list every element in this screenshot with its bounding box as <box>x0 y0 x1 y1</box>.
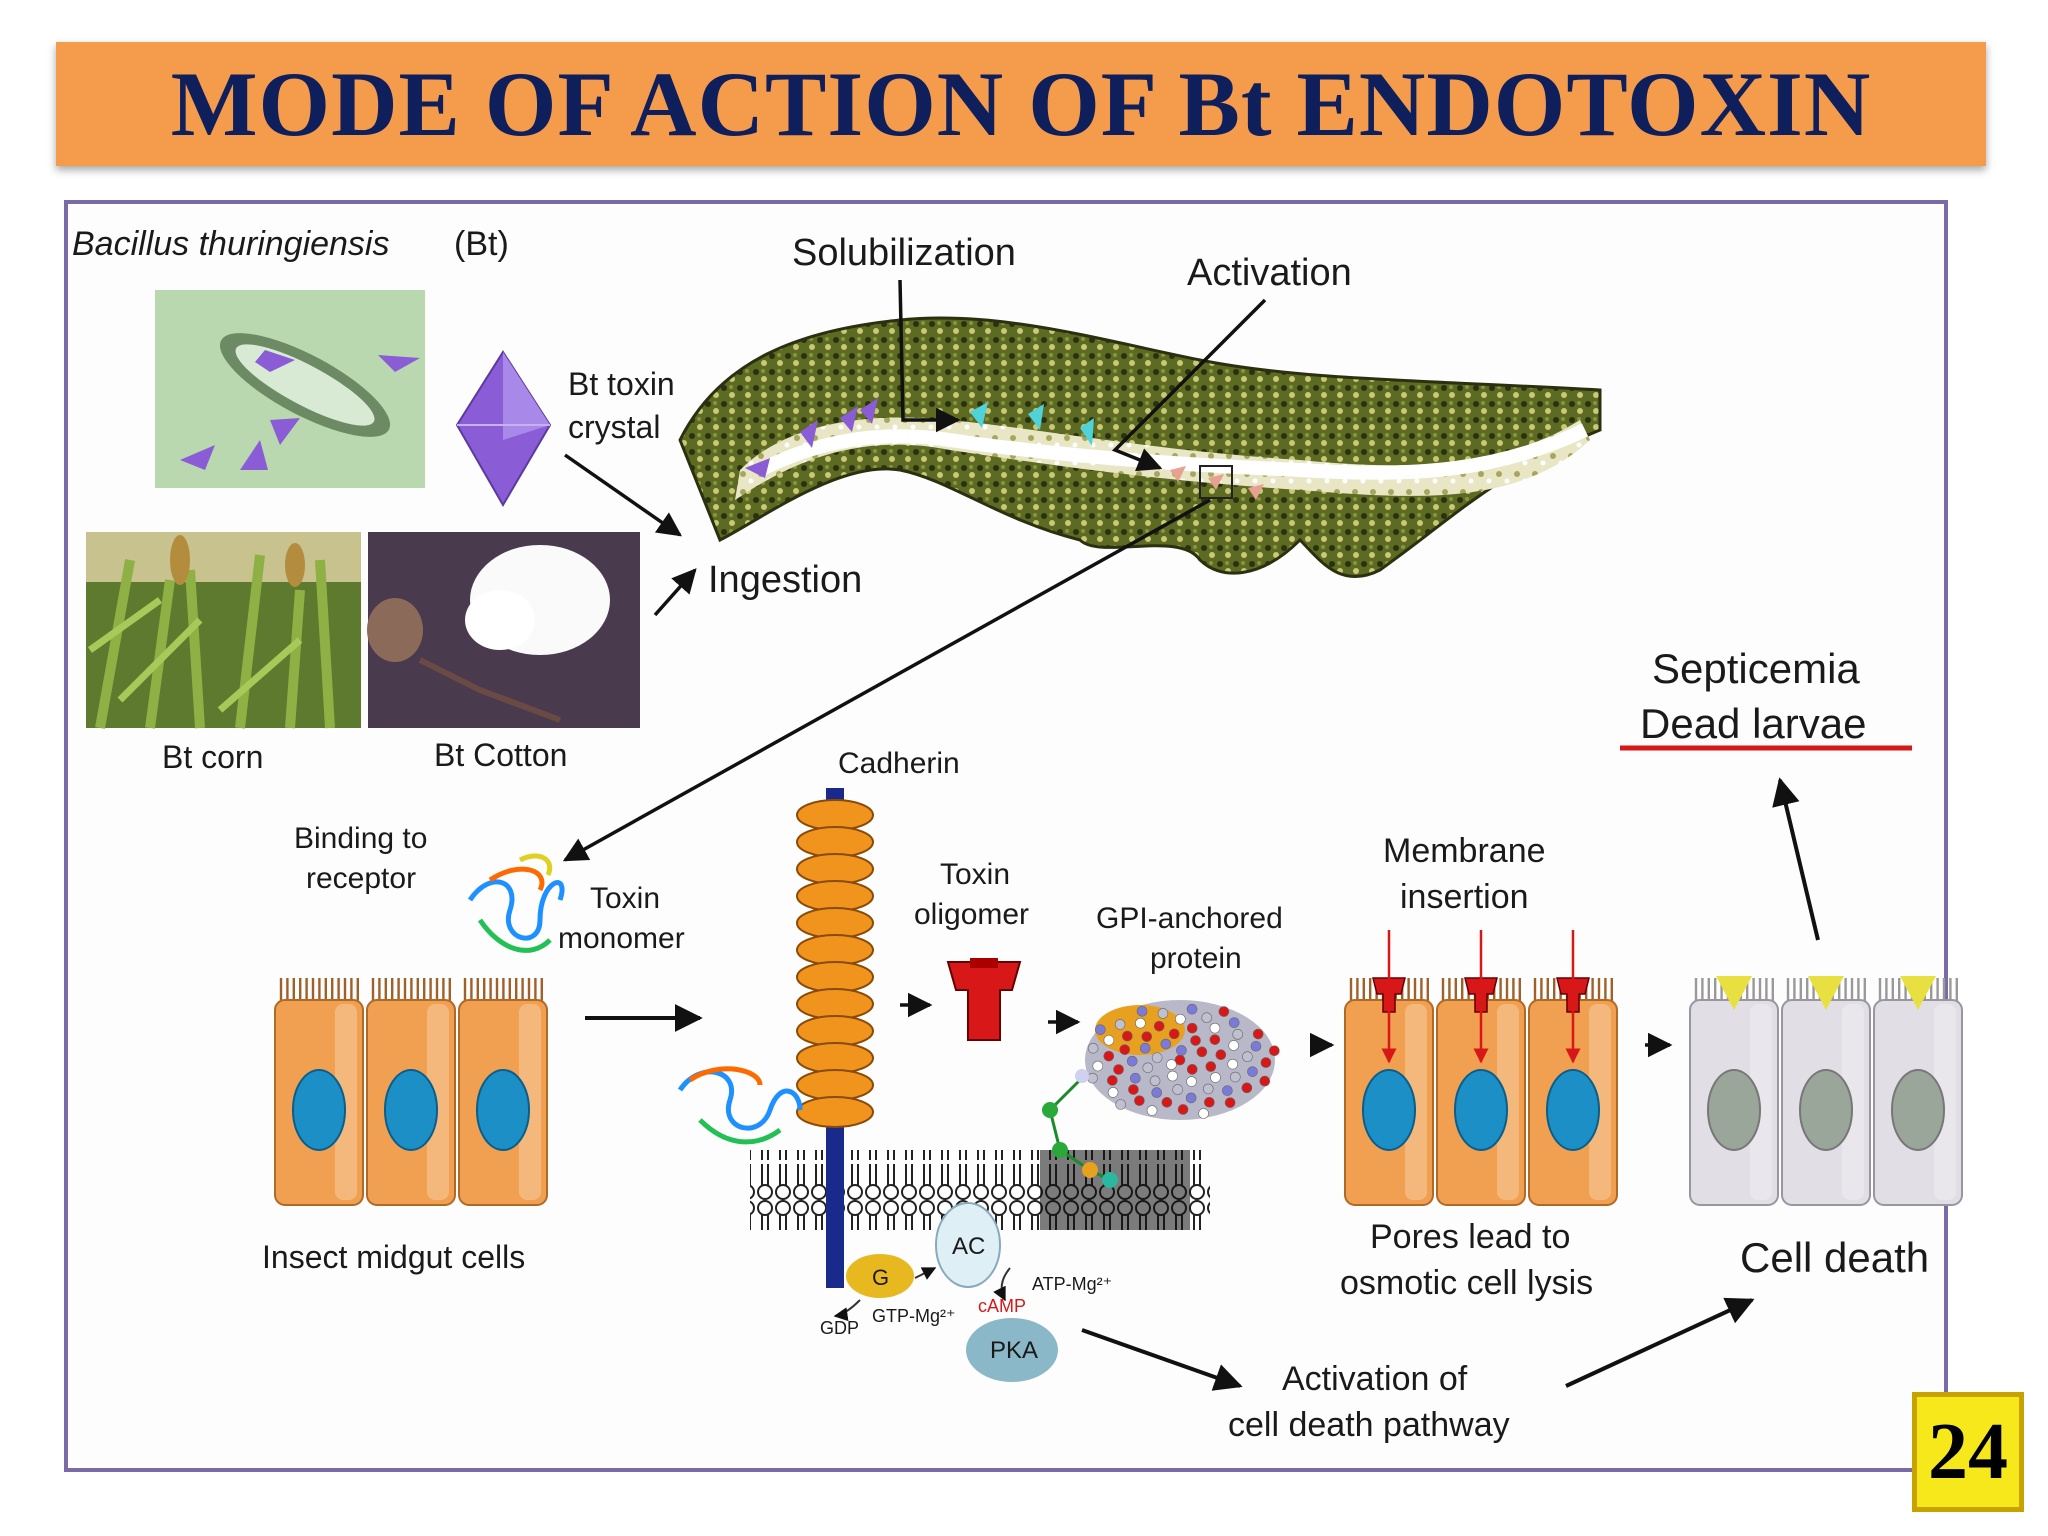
ac-label: AC <box>952 1233 985 1260</box>
cadherin-domain <box>796 799 874 831</box>
toxin-oligomer-label-2: oligomer <box>914 898 1029 931</box>
cell <box>1344 930 1434 1206</box>
membrane-label-1: Membrane <box>1383 832 1546 870</box>
crystal-particles <box>745 398 878 478</box>
arrow-to-septicemia <box>1772 777 1820 941</box>
death-pathway-label-2: cell death pathway <box>1228 1406 1510 1444</box>
cadherin-domain <box>796 1015 874 1047</box>
atp-label: ATP-Mg²⁺ <box>1032 1274 1112 1294</box>
gtp-label: GTP-Mg²⁺ <box>872 1306 956 1326</box>
gpi-anchored-protein <box>1042 1000 1280 1188</box>
dead-midgut-cells <box>1689 976 1963 1206</box>
cell <box>366 978 456 1206</box>
slide-title: MODE OF ACTION OF Bt ENDOTOXIN <box>170 53 1872 155</box>
binding-label-1: Binding to <box>294 822 427 855</box>
bacillus-micrograph <box>155 290 425 488</box>
cell <box>458 978 548 1206</box>
toxin-crystal-label-2: crystal <box>568 409 660 445</box>
g-label: G <box>872 1265 889 1290</box>
pores-label-1: Pores lead to <box>1370 1218 1570 1256</box>
cadherin-domain <box>796 988 874 1020</box>
nucleus <box>1454 1069 1508 1151</box>
toxin-wedge <box>1808 976 1844 1010</box>
toxin-oligomer-icon <box>900 958 1081 1041</box>
arrow-to-death-pathway <box>1081 1328 1243 1391</box>
toxin-receptor-protein <box>467 853 565 953</box>
bt-cotton-photo <box>367 532 640 728</box>
cadherin-domain <box>796 907 874 939</box>
cell <box>1781 976 1871 1206</box>
bacillus-abbr-label: (Bt) <box>454 225 509 263</box>
pka-label: PKA <box>990 1337 1038 1364</box>
activated-particles <box>1170 465 1264 500</box>
cell-death-label: Cell death <box>1740 1234 1929 1281</box>
toxin-crystal-icon <box>455 350 552 507</box>
cadherin-domain <box>796 961 874 993</box>
death-pathway-label-1: Activation of <box>1282 1360 1468 1398</box>
process-arrows-top <box>562 279 1267 862</box>
cadherin-label: Cadherin <box>838 747 960 780</box>
dead-larvae-label: Dead larvae <box>1640 700 1866 747</box>
signaling-cascade <box>833 1202 1058 1382</box>
cell <box>1689 976 1779 1206</box>
arrow-to-cell-death <box>1565 1297 1755 1388</box>
cadherin-receptor <box>796 788 874 1288</box>
cadherin-domain <box>796 826 874 858</box>
nucleus <box>1707 1069 1761 1151</box>
solubilization-label: Solubilization <box>792 232 1016 274</box>
cadherin-domain <box>796 1042 874 1074</box>
binding-label-2: receptor <box>306 862 416 895</box>
toxin-monomer-protein <box>677 1066 803 1145</box>
activation-label: Activation <box>1187 252 1352 294</box>
cell <box>1873 976 1963 1206</box>
cell <box>274 978 364 1206</box>
bt-cotton-label: Bt Cotton <box>434 737 567 773</box>
bacillus-name-label: Bacillus thuringiensis <box>72 225 390 263</box>
nucleus <box>1799 1069 1853 1151</box>
larva-illustration <box>678 316 1602 578</box>
cell <box>1436 930 1526 1206</box>
cadherin-domain <box>796 934 874 966</box>
nucleus <box>292 1069 346 1151</box>
toxin-oligomer-label-1: Toxin <box>940 858 1010 891</box>
nucleus <box>1546 1069 1600 1151</box>
septicemia-label: Septicemia <box>1652 645 1860 692</box>
cell <box>1528 930 1618 1206</box>
membrane-label-2: insertion <box>1400 878 1529 916</box>
toxin-monomer-label-2: monomer <box>558 922 685 955</box>
camp-label: cAMP <box>978 1296 1026 1316</box>
toxin-wedge <box>1716 976 1752 1010</box>
title-banner: MODE OF ACTION OF Bt ENDOTOXIN <box>56 42 1986 166</box>
gpi-label-2: protein <box>1150 942 1242 975</box>
cadherin-domain <box>796 1069 874 1101</box>
pores-label-2: osmotic cell lysis <box>1340 1264 1593 1302</box>
solubilized-particles <box>970 402 1094 446</box>
bt-corn-photo <box>86 532 361 729</box>
nucleus <box>476 1069 530 1151</box>
gdp-label: GDP <box>820 1318 859 1338</box>
toxin-crystal-label-1: Bt toxin <box>568 366 675 402</box>
nucleus <box>1891 1069 1945 1151</box>
nucleus <box>384 1069 438 1151</box>
slide-number-badge: 24 <box>1912 1392 2024 1512</box>
insect-midgut-label: Insect midgut cells <box>262 1239 525 1275</box>
insect-midgut-cells <box>274 978 548 1206</box>
toxin-monomer-label-1: Toxin <box>590 882 660 915</box>
cadherin-domain <box>796 880 874 912</box>
ingestion-label: Ingestion <box>708 559 862 601</box>
pore-forming-cells <box>1344 930 1618 1206</box>
nucleus <box>1362 1069 1416 1151</box>
cadherin-domain <box>796 853 874 885</box>
cadherin-domain <box>796 1096 874 1128</box>
gpi-label-1: GPI-anchored <box>1096 902 1283 935</box>
bt-corn-label: Bt corn <box>162 739 263 775</box>
toxin-wedge <box>1900 976 1936 1010</box>
